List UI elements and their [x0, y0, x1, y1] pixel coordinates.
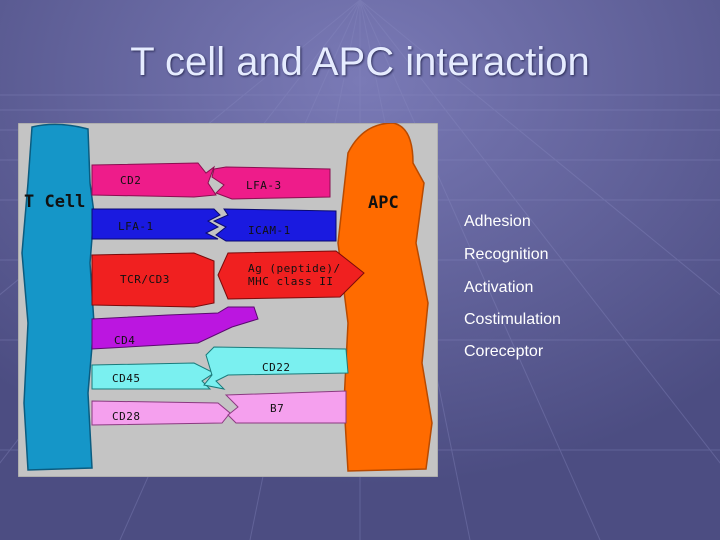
- mhc-class-ii-molecule: [217, 250, 365, 300]
- mhc-class-ii-label: MHC class II: [248, 275, 334, 288]
- lfa1-label: LFA-1: [118, 220, 154, 233]
- t-cell-label: T Cell: [24, 192, 86, 212]
- tcr-cd3-molecule: [91, 252, 215, 308]
- cd4-molecule: [91, 306, 259, 350]
- legend-adhesion: Adhesion: [464, 213, 531, 230]
- cd2-label: CD2: [120, 174, 142, 187]
- legend-costimulation: Costimulation: [464, 311, 561, 328]
- icam1-label: ICAM-1: [248, 224, 291, 237]
- cd28-molecule: [91, 400, 231, 426]
- cd28-label: CD28: [112, 410, 141, 423]
- cd45-label: CD45: [112, 372, 141, 385]
- cd2-molecule: [91, 162, 217, 198]
- cd45-molecule: [91, 362, 215, 390]
- apc-body: [337, 123, 433, 472]
- slide-title: T cell and APC interaction: [130, 40, 590, 84]
- interaction-diagram: [18, 123, 438, 477]
- apc-label: APC: [368, 193, 399, 213]
- lfa1-molecule: [91, 208, 221, 240]
- tcr-cd3-label: TCR/CD3: [120, 273, 170, 286]
- lfa3-label: LFA-3: [246, 179, 282, 192]
- cd22-molecule: [203, 346, 349, 390]
- lfa3-molecule: [211, 166, 331, 200]
- t-cell-body: [21, 123, 95, 471]
- b7-molecule: [224, 390, 347, 424]
- icam1-molecule: [212, 208, 337, 242]
- legend-activation: Activation: [464, 279, 534, 296]
- legend-recognition: Recognition: [464, 246, 549, 263]
- ag-peptide-label: Ag (peptide)/: [248, 262, 341, 275]
- b7-label: B7: [270, 402, 285, 415]
- cd4-label: CD4: [114, 334, 136, 347]
- legend-coreceptor: Coreceptor: [464, 343, 544, 360]
- cd22-label: CD22: [262, 361, 291, 374]
